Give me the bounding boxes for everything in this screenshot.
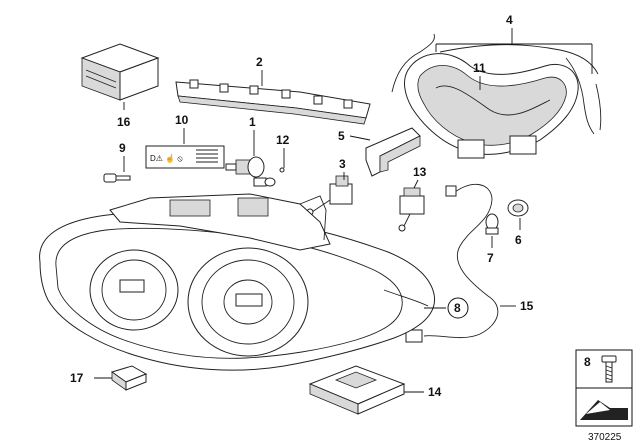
callout-14: 14: [428, 385, 442, 399]
callout-11: 11: [473, 61, 486, 75]
bracket-strip-part-2: [175, 79, 371, 125]
callout-1: 1: [249, 115, 256, 129]
screw-icon: [601, 355, 617, 383]
screw-part-9: [103, 173, 131, 183]
callout-16: 16: [117, 115, 131, 129]
callout-2: 2: [256, 55, 263, 69]
bracket-part-5: [365, 127, 421, 177]
callout-6: 6: [515, 233, 522, 247]
ignitor-part-13: [398, 187, 425, 232]
callout-5: 5: [338, 129, 345, 143]
actuator-part-3: [306, 175, 353, 216]
bulb-part-1: [225, 156, 265, 178]
callout-12: 12: [276, 133, 290, 147]
connector-part-17: [110, 365, 148, 391]
legend-box-label: 8: [584, 355, 591, 369]
headlight-assembly: [39, 193, 436, 371]
wiring-harness-part-15: [405, 183, 499, 343]
box-part-16: [80, 43, 160, 101]
wrench-arrow-icon: [580, 400, 628, 420]
signal-bulb-part-7: [485, 213, 499, 235]
callout-15: 15: [520, 299, 534, 313]
callout-4: 4: [506, 13, 513, 27]
frame-part-11: [404, 53, 579, 159]
callout-13: 13: [413, 165, 427, 179]
callout-7: 7: [487, 251, 494, 265]
wire-set-part-4: [391, 33, 602, 135]
label-sticker-text: D⚠ ☝ ⦸: [150, 153, 183, 163]
callout-8-circle: 8: [454, 301, 461, 315]
socket-part-6: [507, 199, 529, 217]
callout-9: 9: [119, 141, 126, 155]
control-unit-part-14: [308, 365, 406, 415]
screw-legend-box: 8: [575, 349, 633, 427]
callout-8-circle-marker: 8: [424, 297, 469, 319]
callout-10: 10: [175, 113, 189, 127]
drawing-number: 370225: [588, 432, 622, 443]
callout-3: 3: [339, 157, 346, 171]
callout-17: 17: [70, 371, 84, 385]
warning-label-part-10: D⚠ ☝ ⦸: [145, 145, 225, 169]
small-bulb-part-12: [253, 167, 285, 187]
